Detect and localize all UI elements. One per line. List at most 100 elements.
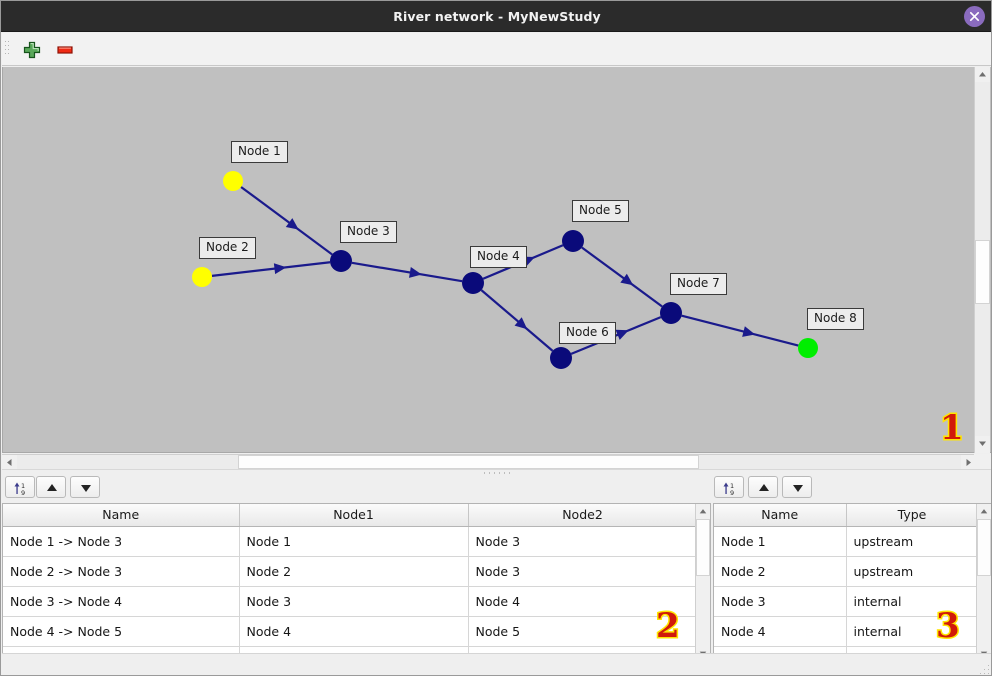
graph-edge[interactable] <box>351 261 463 283</box>
table-cell[interactable]: Node 3 <box>239 586 469 617</box>
resize-grip[interactable] <box>980 665 989 674</box>
graph-node[interactable] <box>562 230 584 252</box>
table-cell[interactable]: upstream <box>846 526 979 557</box>
graph-node[interactable] <box>798 338 818 358</box>
svg-text:1: 1 <box>21 482 25 490</box>
move-up-button[interactable] <box>36 476 66 498</box>
table-cell[interactable]: Node 3 <box>468 556 698 587</box>
table-cell[interactable]: Node 1 <box>239 526 469 557</box>
graph-node[interactable] <box>330 250 352 272</box>
scroll-up-arrow-icon[interactable] <box>977 504 991 519</box>
table-cell[interactable]: Node 4 <box>468 586 698 617</box>
scroll-up-arrow-icon[interactable] <box>696 504 710 519</box>
links-table-scrollbar[interactable] <box>695 504 710 661</box>
table-cell[interactable]: Node 1 <box>714 526 847 557</box>
node-layer <box>192 171 818 369</box>
svg-text:9: 9 <box>730 489 734 497</box>
graph-edge[interactable] <box>240 186 333 256</box>
column-header[interactable]: Node2 <box>468 504 698 527</box>
graph-edge[interactable] <box>570 316 662 355</box>
graph-node-label[interactable]: Node 6 <box>559 322 616 344</box>
column-header[interactable]: Name <box>714 504 847 527</box>
svg-text:9: 9 <box>21 489 25 497</box>
table-cell[interactable]: Node 2 -> Node 3 <box>3 556 240 587</box>
scroll-up-arrow-icon[interactable] <box>975 67 990 82</box>
edge-arrow-icon <box>615 329 629 340</box>
column-header[interactable]: Node1 <box>239 504 469 527</box>
table-cell[interactable]: Node 2 <box>239 556 469 587</box>
close-icon[interactable] <box>964 6 985 27</box>
column-header[interactable]: Type <box>846 504 979 527</box>
nodes-table-scrollbar[interactable] <box>976 504 991 661</box>
table-cell[interactable]: Node 1 -> Node 3 <box>3 526 240 557</box>
column-header[interactable]: Name <box>3 504 240 527</box>
table-cell[interactable]: Node 4 -> Node 5 <box>3 616 240 647</box>
move-up-button[interactable] <box>748 476 778 498</box>
graph-node[interactable] <box>192 267 212 287</box>
move-down-button[interactable] <box>782 476 812 498</box>
table-cell[interactable]: upstream <box>846 556 979 587</box>
graph-node-label[interactable]: Node 3 <box>340 221 397 243</box>
table-cell[interactable]: Node 3 <box>468 526 698 557</box>
graph-node-label[interactable]: Node 8 <box>807 308 864 330</box>
table-cell[interactable]: Node 4 <box>714 616 847 647</box>
graph-node[interactable] <box>223 171 243 191</box>
splitter-grip <box>484 472 510 474</box>
scroll-left-arrow-icon[interactable] <box>2 455 17 470</box>
river-network-graph[interactable]: Node 1 Node 2 Node 3 Node 4 Node 5 Node 6 Node… <box>2 67 991 453</box>
graph-canvas <box>192 171 818 369</box>
table-cell[interactable]: Node 4 <box>239 616 469 647</box>
graph-node[interactable] <box>550 347 572 369</box>
scroll-thumb[interactable] <box>238 455 699 469</box>
table-cell[interactable]: Node 3 <box>714 586 847 617</box>
graph-edge[interactable] <box>211 261 331 277</box>
scroll-thumb[interactable] <box>975 240 990 304</box>
scroll-right-arrow-icon[interactable] <box>961 455 976 470</box>
table-cell[interactable]: internal <box>846 616 979 647</box>
graph-node-label[interactable]: Node 5 <box>572 200 629 222</box>
table-cell[interactable]: Node 3 -> Node 4 <box>3 586 240 617</box>
scroll-thumb[interactable] <box>977 519 991 576</box>
table-cell[interactable]: Node 5 <box>468 616 698 647</box>
graph-node-label[interactable]: Node 7 <box>670 273 727 295</box>
graph-node-label[interactable]: Node 2 <box>199 237 256 259</box>
table-cell[interactable]: internal <box>846 586 979 617</box>
scroll-thumb[interactable] <box>696 519 710 576</box>
graph-node[interactable] <box>660 302 682 324</box>
table-cell[interactable]: Node 2 <box>714 556 847 587</box>
graph-edge[interactable] <box>681 314 799 347</box>
panel-splitter[interactable] <box>2 469 991 475</box>
svg-text:1: 1 <box>730 482 734 490</box>
scroll-down-arrow-icon[interactable] <box>975 436 990 451</box>
graph-node-label[interactable]: Node 4 <box>470 246 527 268</box>
graph-node-label[interactable]: Node 1 <box>231 141 288 163</box>
graph-edge[interactable] <box>581 246 663 308</box>
move-down-button[interactable] <box>70 476 100 498</box>
graph-vertical-scrollbar[interactable] <box>974 67 990 453</box>
toolbar-drag-handle[interactable] <box>5 41 10 57</box>
graph-horizontal-scrollbar[interactable] <box>2 454 976 470</box>
edge-arrow-icon <box>273 263 287 275</box>
edge-layer <box>211 186 799 355</box>
graph-edge[interactable] <box>480 289 554 352</box>
add-plus-icon[interactable] <box>20 38 44 62</box>
graph-node[interactable] <box>462 272 484 294</box>
delete-minus-icon[interactable] <box>53 38 77 62</box>
